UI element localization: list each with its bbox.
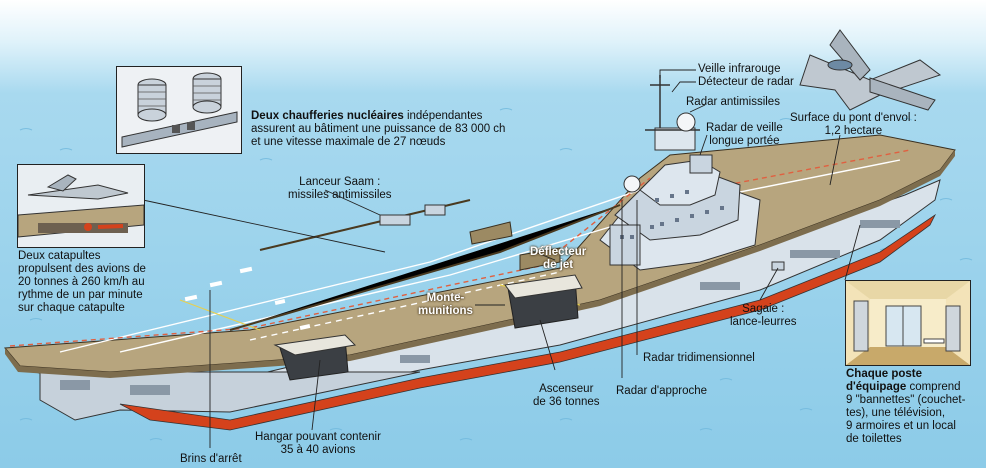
- label-poste-line3: 9 "bannettes" (couchet-: [846, 394, 966, 406]
- crew-quarters-illustration: [846, 281, 970, 365]
- label-catapultes-line1: Deux catapultes: [18, 250, 101, 262]
- label-monte-line2: munitions: [418, 305, 473, 317]
- label-surface-pont: Surface du pont d'envol : 1,2 hectare: [790, 112, 917, 138]
- label-detecteur-radar: Détecteur de radar: [698, 76, 794, 88]
- crew-quarters-inset: [845, 280, 971, 366]
- label-sagaie-line2: lance-leurres: [730, 316, 797, 328]
- label-hangar: Hangar pouvant contenir 35 à 40 avions: [255, 431, 381, 457]
- label-brins-arret: Brins d'arrêt: [180, 453, 242, 465]
- sagaie-launcher: [771, 261, 785, 271]
- label-monte-munitions: Monte- munitions: [418, 292, 473, 318]
- label-hangar-line2: 35 à 40 avions: [280, 444, 356, 456]
- label-poste-line4: tes), une télévision,: [846, 407, 946, 419]
- label-radar-approche: Radar d'approche: [616, 385, 708, 397]
- island-superstructure: [599, 127, 761, 271]
- label-chaufferies-line2: assurent au bâtiment une puissance de 83…: [251, 123, 506, 135]
- label-poste-bold2: d'équipage: [846, 381, 907, 393]
- label-ascenseur-line2: de 36 tonnes: [533, 396, 600, 408]
- label-sagaie: Sagaie : lance-leurres: [730, 303, 796, 329]
- antimissile-radar-dome: [676, 112, 696, 132]
- label-hangar-line1: Hangar pouvant contenir: [255, 431, 381, 443]
- label-saam: Lanceur Saam : missiles antimissiles: [288, 176, 392, 202]
- saam-launcher: [379, 214, 411, 226]
- label-radar-antimissiles: Radar antimissiles: [686, 96, 780, 108]
- label-veille-infrarouge: Veille infrarouge: [698, 63, 781, 75]
- label-radar-veille-line2: longue portée: [709, 135, 780, 147]
- label-radar-tridimensionnel: Radar tridimensionnel: [643, 352, 755, 364]
- label-poste-line5: 9 armoires et un local: [846, 420, 956, 432]
- leader-lines: [142, 69, 861, 448]
- label-catapultes: Deux catapultes propulsent des avions de…: [18, 250, 146, 315]
- label-poste-bold1: Chaque poste: [846, 368, 923, 380]
- label-deflecteur-line1: Déflecteur: [530, 246, 587, 258]
- jet-deflector-2: [469, 221, 513, 245]
- label-radar-veille: Radar de veille longue portée: [706, 122, 783, 148]
- label-surface-line1: Surface du pont d'envol :: [790, 112, 917, 124]
- label-sagaie-line1: Sagaie :: [742, 303, 785, 315]
- elevator-forward-rim: [273, 334, 357, 356]
- waterline-stripe: [119, 213, 937, 431]
- label-deflecteur-line2: de jet: [543, 259, 574, 271]
- hull-details: [60, 220, 900, 395]
- label-catapultes-line2: propulsent des avions de: [18, 263, 146, 275]
- catapult-inset: [17, 164, 145, 248]
- catapult-illustration: [17, 165, 145, 247]
- label-saam-line1: Lanceur Saam :: [299, 176, 381, 188]
- label-poste-equipage: Chaque poste d'équipage comprend 9 "bann…: [846, 368, 965, 446]
- label-ascenseur-line1: Ascenseur: [539, 383, 594, 395]
- deck-dashed-red: [9, 149, 911, 347]
- label-ascenseur: Ascenseur de 36 tonnes: [533, 383, 600, 409]
- saam-launcher-2: [424, 204, 446, 216]
- label-chaufferies: Deux chaufferies nucléaires indépendante…: [251, 110, 505, 149]
- label-poste-line2: comprend: [906, 381, 961, 393]
- approach-radar-dome: [623, 175, 641, 193]
- label-chaufferies-bold: Deux chaufferies nucléaires: [251, 110, 404, 122]
- label-catapultes-line5: sur chaque catapulte: [18, 302, 125, 314]
- label-saam-line2: missiles antimissiles: [288, 189, 392, 201]
- deck-stripe-marks: [184, 266, 311, 330]
- label-chaufferies-line1: indépendantes: [403, 110, 483, 122]
- label-catapultes-line3: 20 tonnes à 260 km/h au: [18, 276, 145, 288]
- label-surface-line2: 1,2 hectare: [824, 125, 883, 137]
- label-catapultes-line4: rythme de un par minute: [18, 289, 143, 301]
- boilers-illustration: [117, 67, 241, 153]
- nuclear-boilers-inset: [116, 66, 242, 154]
- rafale-jet-illustration: [799, 29, 942, 111]
- jet-deflector: [519, 247, 561, 271]
- label-radar-veille-line1: Radar de veille: [706, 122, 783, 134]
- label-chaufferies-line3: et une vitesse maximale de 27 nœuds: [251, 136, 446, 148]
- label-poste-line6: de toilettes: [846, 433, 902, 445]
- label-monte-line1: Monte-: [426, 292, 465, 304]
- elevator-aft-rim: [504, 274, 583, 299]
- deck-edge: [5, 150, 955, 378]
- label-deflecteur-jet: Déflecteur de jet: [530, 246, 586, 272]
